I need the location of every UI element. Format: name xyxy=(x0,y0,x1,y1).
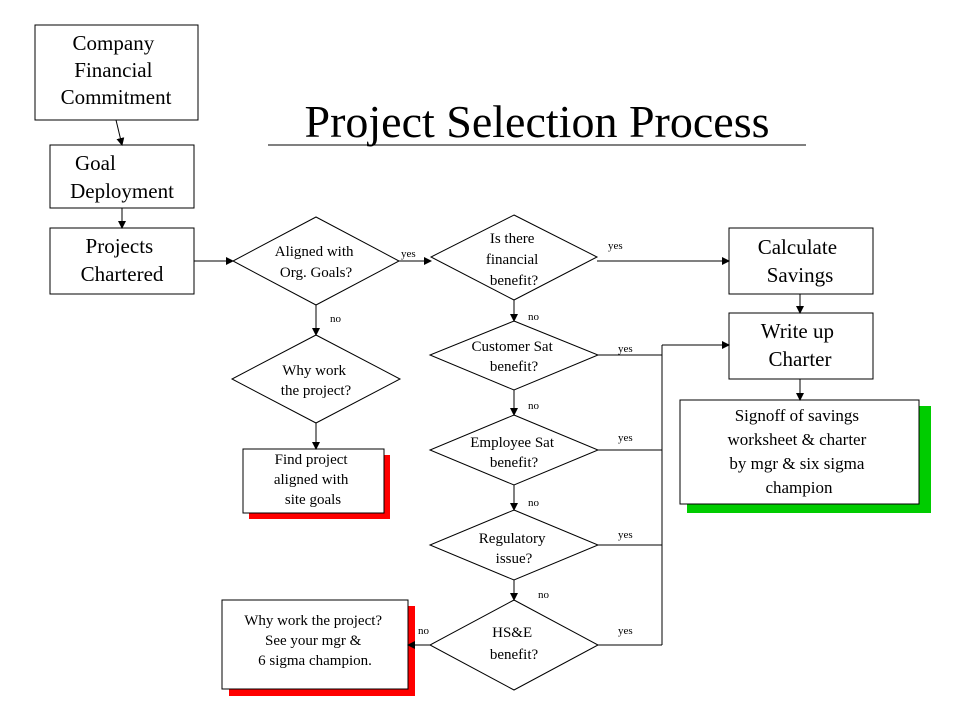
node-label-line: Org. Goals? xyxy=(280,265,353,281)
node-label-line: Goal xyxy=(75,151,116,175)
node-label-line: Projects xyxy=(86,234,154,258)
svg-text:Why work the project?: Why work the project? xyxy=(281,363,352,399)
node-label-line: Company xyxy=(73,31,155,55)
edge-label-yes: yes xyxy=(618,529,633,541)
node-calculate-savings: Calculate Savings xyxy=(728,227,874,295)
node-label-line: benefit? xyxy=(490,455,539,471)
node-label-line: Why work xyxy=(282,363,346,379)
svg-text:Aligned with Org. Goals?: Aligned with Org. Goals? xyxy=(275,244,358,281)
page-title: Project Selection Process xyxy=(304,96,769,147)
node-label-line: site goals xyxy=(285,492,341,508)
node-write-up-charter: Write up Charter xyxy=(728,312,874,380)
node-label-line: Signoff of savings xyxy=(735,406,859,425)
node-label-line: aligned with xyxy=(274,472,349,488)
node-label-line: Find project xyxy=(275,452,349,468)
svg-text:Find project aligned wit: Find project aligned with site goals xyxy=(274,452,352,508)
node-label-line: champion xyxy=(765,478,833,497)
svg-text:Customer Sat benefit?: Customer Sat benefit? xyxy=(472,339,557,375)
decision-employee-sat-benefit: Employee Sat benefit? xyxy=(428,414,600,486)
edge-label-yes: yes xyxy=(401,248,416,260)
edge-label-yes: yes xyxy=(618,343,633,355)
decision-aligned-with-org-goals: Aligned with Org. Goals? xyxy=(231,216,401,306)
edge-label-no: no xyxy=(528,400,540,412)
node-find-project-aligned: Find project aligned with site goals xyxy=(242,448,390,519)
node-why-work-see-mgr: Why work the project? See your mgr & 6 s… xyxy=(221,599,415,696)
svg-text:Why work the project? Se: Why work the project? See your mgr & 6 s… xyxy=(244,613,386,669)
svg-text:Goal Deployment: Goal Deployment xyxy=(70,151,174,203)
node-label-line: Deployment xyxy=(70,179,174,203)
node-label-line: by mgr & six sigma xyxy=(729,454,865,473)
decision-hse-benefit: HS&E benefit? xyxy=(428,599,600,691)
svg-text:Is there financial: Is there financial benefit? xyxy=(486,231,542,289)
node-label-line: benefit? xyxy=(490,273,539,289)
edge-label-no: no xyxy=(330,313,342,325)
edge-label-yes: yes xyxy=(618,625,633,637)
node-label-line: Why work the project? xyxy=(244,613,382,629)
node-label-line: Calculate xyxy=(758,235,837,259)
connectors xyxy=(115,119,804,649)
node-projects-chartered: Projects Chartered xyxy=(49,227,195,295)
node-label-line: HS&E xyxy=(492,625,532,641)
node-company-financial-commitment: Company Financial Commitment xyxy=(34,24,199,121)
node-label-line: 6 sigma champion. xyxy=(258,653,372,669)
node-label-line: Employee Sat xyxy=(470,435,555,451)
node-label-line: Customer Sat xyxy=(472,339,554,355)
node-label-line: Financial xyxy=(74,58,152,82)
node-label-line: Savings xyxy=(767,263,834,287)
svg-text:Projects Chartered: Projects Chartered xyxy=(81,234,164,286)
node-label-line: See your mgr & xyxy=(265,633,362,649)
node-label-line: Regulatory xyxy=(479,531,546,547)
svg-text:Write up Charter: Write up Charter xyxy=(761,319,839,371)
node-goal-deployment: Goal Deployment xyxy=(49,144,195,209)
svg-text:HS&E benefit?: HS&E benefit? xyxy=(490,625,539,663)
node-label-line: Is there xyxy=(490,231,535,247)
node-label-line: Aligned with xyxy=(275,244,354,260)
node-label-line: Chartered xyxy=(81,262,164,286)
node-label-line: benefit? xyxy=(490,647,539,663)
edge-label-no: no xyxy=(538,589,550,601)
node-label-line: Commitment xyxy=(61,85,172,109)
decision-why-work-the-project: Why work the project? xyxy=(230,334,402,424)
edge-label-no: no xyxy=(528,497,540,509)
svg-text:Signoff of savings works: Signoff of savings worksheet & charter b… xyxy=(727,406,870,497)
node-label-line: Write up xyxy=(761,319,834,343)
svg-text:Company Financial: Company Financial Commitment xyxy=(61,31,172,109)
node-label-line: Charter xyxy=(769,347,832,371)
node-label-line: financial xyxy=(486,252,538,268)
arrow-commitment-to-goal xyxy=(115,119,125,146)
node-label-line: benefit? xyxy=(490,359,539,375)
node-label-line: issue? xyxy=(496,551,533,567)
edge-label-no: no xyxy=(528,311,540,323)
svg-text:Calculate Savings: Calculate Savings xyxy=(758,235,843,287)
node-signoff: Signoff of savings worksheet & charter b… xyxy=(679,399,931,513)
svg-text:Employee Sat benefit?: Employee Sat benefit? xyxy=(470,435,557,471)
decision-customer-sat-benefit: Customer Sat benefit? xyxy=(428,320,600,391)
edge-label-no: no xyxy=(418,625,430,637)
edge-label-yes: yes xyxy=(618,432,633,444)
node-label-line: worksheet & charter xyxy=(727,430,866,449)
svg-text:Regulatory issue?: Regulatory issue? xyxy=(479,531,549,567)
decision-regulatory-issue: Regulatory issue? xyxy=(428,509,600,581)
edge-label-yes: yes xyxy=(608,240,623,252)
node-label-line: the project? xyxy=(281,383,352,399)
decision-financial-benefit: Is there financial benefit? xyxy=(429,214,599,301)
edge-labels: yes no yes no yes no yes no yes no yes n… xyxy=(330,240,633,637)
